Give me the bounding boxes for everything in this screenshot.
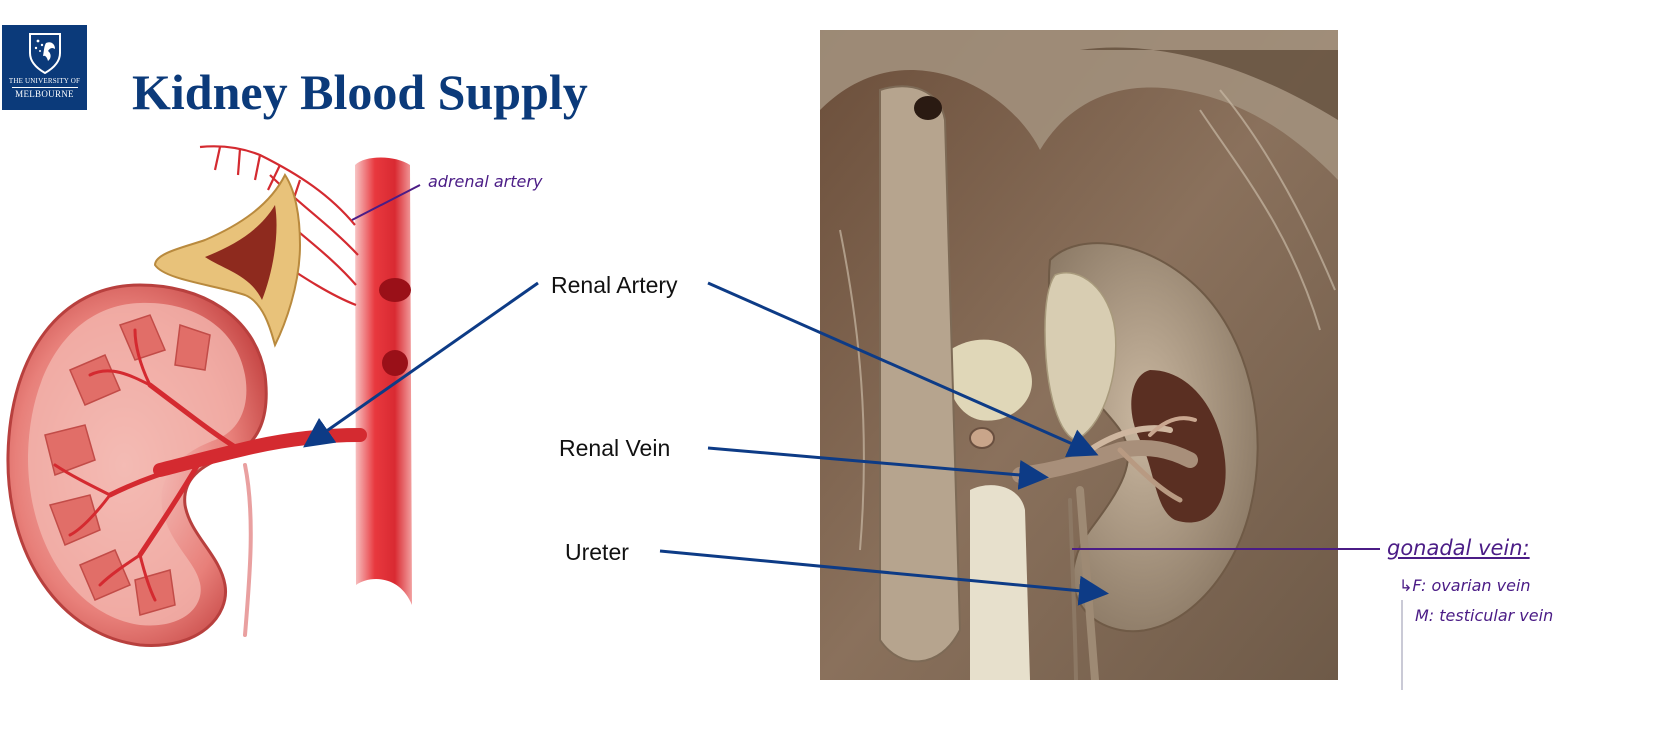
renal-artery-label: Renal Artery bbox=[551, 272, 678, 298]
kidney-illustration bbox=[6, 145, 412, 647]
logo-line-1: THE UNIVERSITY OF bbox=[8, 77, 81, 85]
ovarian-vein-note: ↳F: ovarian vein bbox=[1399, 576, 1531, 595]
logo-line-2: MELBOURNE bbox=[11, 87, 78, 99]
crest-icon bbox=[28, 33, 61, 75]
renal-vein-label: Renal Vein bbox=[559, 435, 671, 461]
adrenal-artery-note: adrenal artery bbox=[428, 172, 543, 191]
gonadal-vein-note: gonadal vein: bbox=[1387, 536, 1530, 560]
university-logo: THE UNIVERSITY OF MELBOURNE bbox=[2, 25, 87, 110]
testicular-vein-note: M: testicular vein bbox=[1415, 606, 1554, 625]
slide-title: Kidney Blood Supply bbox=[132, 64, 588, 120]
ureter-label: Ureter bbox=[565, 539, 629, 565]
dissection-photo bbox=[820, 30, 1338, 680]
